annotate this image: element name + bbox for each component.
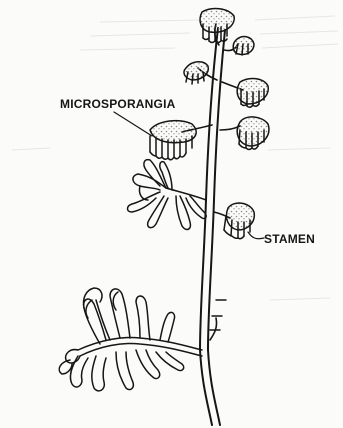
lower-leaf <box>59 288 202 391</box>
sporangium-lower-right <box>237 117 269 150</box>
sporangium-microsporangia <box>150 121 196 160</box>
sporangium-upper-left <box>184 62 208 84</box>
sporangium-mid-right <box>237 79 268 108</box>
main-stem <box>200 28 226 425</box>
label-microsporangia: MICROSPORANGIA <box>60 97 176 111</box>
upper-leaf <box>128 160 207 230</box>
label-stamen: STAMEN <box>264 232 315 246</box>
sporangium-upper-right <box>233 37 254 55</box>
sporangium-stamen <box>224 203 254 239</box>
